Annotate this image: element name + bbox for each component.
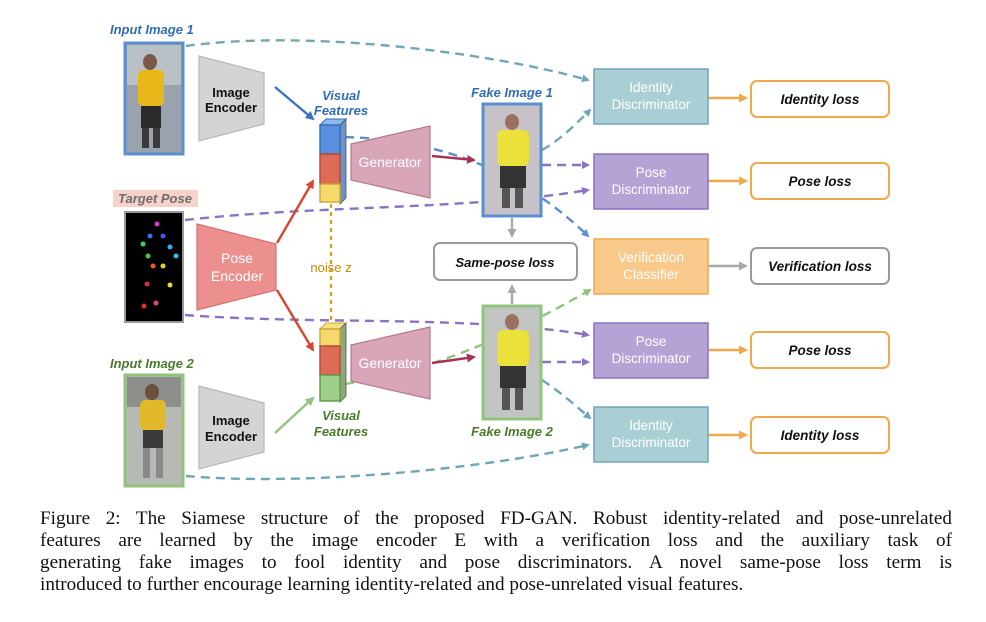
identity-discriminator-1	[593, 68, 709, 125]
image-encoder-2-label-a: Image	[212, 413, 250, 428]
edge-fake1-identity-disc-1	[541, 108, 592, 152]
edge-encoder2-features	[274, 396, 315, 434]
edge-generator-bot-fake2	[431, 353, 476, 365]
caption-line-4: introduced to further encourage learning…	[40, 574, 744, 595]
identity-discriminator-1-label-a: Identity	[629, 80, 673, 95]
pose-encoder-label-b: Encoder	[211, 268, 263, 284]
pose-loss-1-label: Pose loss	[788, 174, 852, 189]
verification-classifier	[593, 238, 709, 295]
identity-discriminator-1-label-b: Discriminator	[612, 97, 691, 112]
caption-line-1: Figure 2: The Siamese structure of the p…	[40, 508, 952, 529]
same-pose-loss-label: Same-pose loss	[456, 255, 555, 270]
verification-classifier-label-a: Verification	[618, 250, 684, 265]
pose-encoder-label-a: Pose	[221, 250, 253, 266]
target-pose-label-bg	[113, 190, 198, 207]
label-fake-image-1: Fake Image 1	[471, 85, 553, 100]
identity-loss-1-label: Identity loss	[781, 92, 860, 107]
caption-line-3: generating fake images to fool identity …	[40, 552, 952, 573]
caption-line-2: features are learned by the image encode…	[40, 530, 952, 551]
fake-image-2	[481, 304, 543, 421]
visual-features-top	[318, 118, 348, 205]
pose-discriminator-1	[593, 153, 709, 210]
pose-discriminator-2	[593, 322, 709, 379]
label-input-image-1: Input Image 1	[110, 22, 194, 37]
visual-features-top-label-a: Visual	[322, 88, 360, 103]
generator-bottom-label: Generator	[358, 355, 421, 371]
edge-input1-identity-disc-1	[185, 39, 590, 83]
visual-features-top-label-b: Features	[314, 103, 368, 118]
verification-loss-box	[750, 247, 890, 285]
edge-input2-identity-disc-2	[185, 442, 590, 481]
same-pose-loss-box	[433, 242, 578, 281]
generator-top-label: Generator	[358, 154, 421, 170]
identity-discriminator-2-label-b: Discriminator	[612, 435, 691, 450]
input-image-1	[123, 41, 185, 156]
target-pose-image	[124, 211, 184, 323]
identity-loss-2-label: Identity loss	[781, 428, 860, 443]
visual-features-bottom	[318, 322, 348, 403]
identity-loss-2-box	[750, 416, 890, 454]
pose-discriminator-1-label-a: Pose	[636, 165, 667, 180]
visual-features-bottom-label-a: Visual	[322, 408, 360, 423]
edge-encoder1-features	[274, 86, 315, 121]
fake-image-1	[481, 102, 543, 218]
image-encoder-2	[198, 385, 265, 470]
generator-bottom	[350, 326, 431, 400]
pose-loss-2-box	[750, 331, 890, 369]
generator-top	[350, 125, 431, 199]
image-encoder-2-label-b: Encoder	[205, 429, 257, 444]
pose-loss-1-box	[750, 162, 890, 200]
image-encoder-1	[198, 55, 265, 142]
pose-discriminator-2-label-b: Discriminator	[612, 351, 691, 366]
verification-loss-label: Verification loss	[768, 259, 872, 274]
pose-encoder	[196, 223, 277, 311]
figure-caption: Figure 2: The Siamese structure of the p…	[40, 508, 952, 596]
label-target-pose: Target Pose	[118, 191, 192, 206]
edge-fake2-identity-disc-2	[541, 379, 592, 420]
fd-gan-diagram: Input Image 1 Image Encoder Target Pose …	[110, 22, 890, 488]
pose-discriminator-2-label-a: Pose	[636, 334, 667, 349]
label-fake-image-2: Fake Image 2	[471, 424, 553, 439]
identity-discriminator-2-label-a: Identity	[629, 418, 673, 433]
visual-features-bottom-label-b: Features	[314, 424, 368, 439]
verification-classifier-label-b: Classifier	[623, 267, 679, 282]
image-encoder-1-label-b: Encoder	[205, 100, 257, 115]
pose-loss-2-label: Pose loss	[788, 343, 852, 358]
identity-loss-1-box	[750, 80, 890, 118]
image-encoder-1-label-a: Image	[212, 85, 250, 100]
edge-generator-top-fake1	[431, 154, 476, 164]
edge-pose-encoder-features-bot	[275, 289, 315, 352]
identity-discriminator-2	[593, 406, 709, 463]
pose-discriminator-1-label-b: Discriminator	[612, 182, 691, 197]
edge-pose-encoder-features-top	[275, 179, 315, 244]
noise-label: noise z	[310, 260, 351, 275]
label-input-image-2: Input Image 2	[110, 356, 195, 371]
input-image-2	[123, 373, 185, 488]
